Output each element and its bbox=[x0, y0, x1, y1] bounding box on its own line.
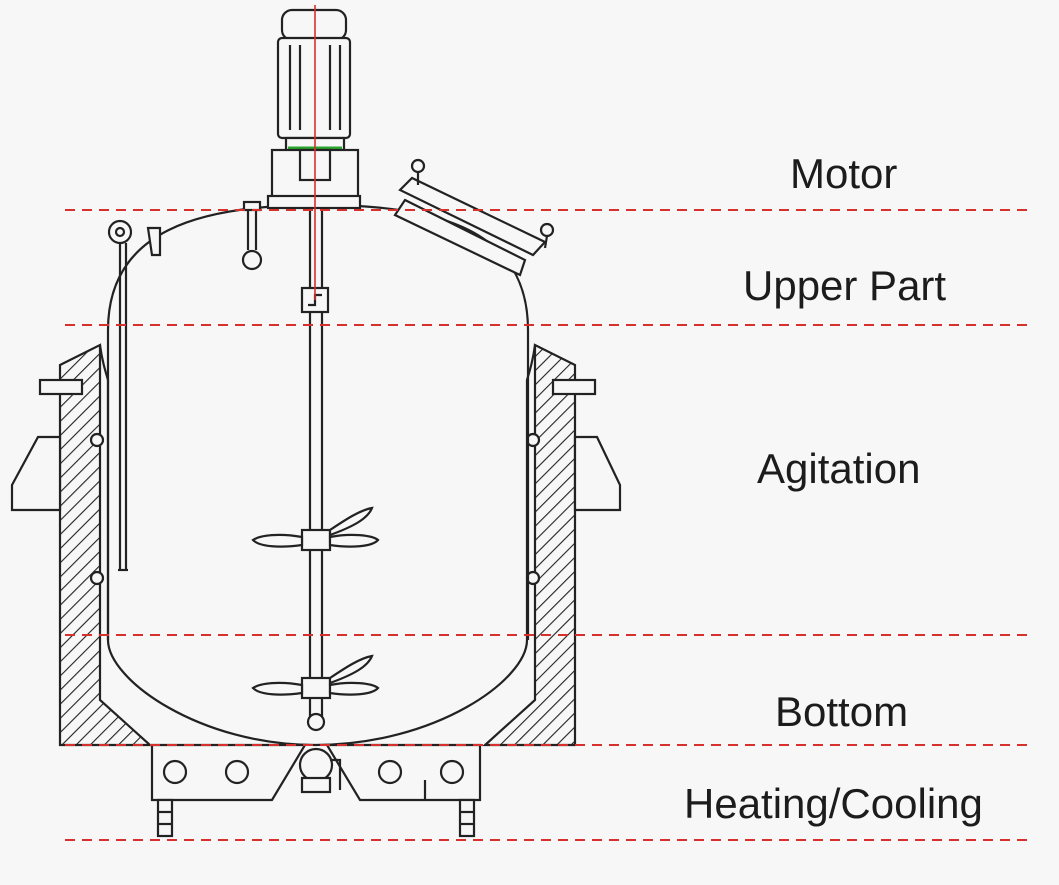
base-frame bbox=[150, 743, 482, 838]
label-agitation: Agitation bbox=[757, 445, 921, 492]
top-nozzles bbox=[146, 200, 263, 271]
label-bottom: Bottom bbox=[775, 688, 909, 735]
level-gauge bbox=[107, 219, 133, 572]
insulation-jacket bbox=[58, 343, 577, 747]
impeller-lower bbox=[251, 654, 380, 700]
section-dividers bbox=[65, 209, 1030, 841]
label-upper-part: Upper Part bbox=[743, 262, 947, 309]
impeller-upper bbox=[251, 506, 380, 552]
support-lugs bbox=[10, 378, 622, 512]
inner-vessel bbox=[106, 203, 530, 640]
label-motor: Motor bbox=[790, 150, 898, 197]
manhole bbox=[393, 158, 555, 277]
label-heating-cooling: Heating/Cooling bbox=[684, 780, 983, 827]
motor bbox=[266, 8, 362, 210]
